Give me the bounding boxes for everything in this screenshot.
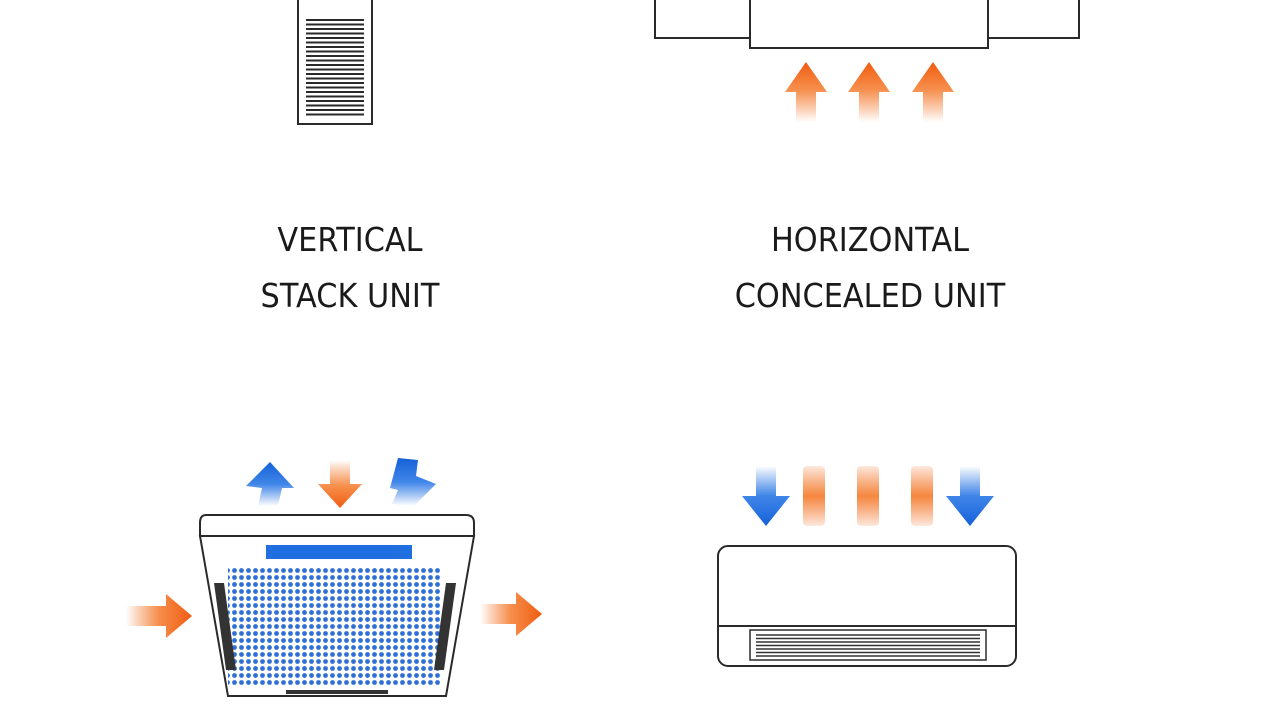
vertical-stack-unit-label-line1: VERTICAL xyxy=(277,220,423,259)
arrow-up-icon xyxy=(246,462,294,506)
horizontal-concealed-unit-label-line2: CONCEALED UNIT xyxy=(734,276,1006,315)
arrow-down-icon xyxy=(946,466,994,526)
air-arrows-cassette xyxy=(126,458,542,638)
arrow-down-icon xyxy=(742,466,790,526)
vertical-stack-unit-label-line2: STACK UNIT xyxy=(260,276,440,315)
arrow-up-icon xyxy=(912,62,954,122)
horizontal-concealed-unit-label: HORIZONTAL CONCEALED UNIT xyxy=(714,212,1027,324)
horizontal-concealed-unit-icon xyxy=(654,0,1080,49)
arrow-right-icon xyxy=(126,594,192,638)
warm-air-stream xyxy=(803,466,825,526)
vertical-stack-unit-icon xyxy=(297,0,373,125)
arrow-up-icon xyxy=(848,62,890,122)
vertical-stack-unit-label: VERTICAL STACK UNIT xyxy=(212,212,488,324)
arrow-right-icon xyxy=(480,592,542,636)
arrow-up-icon xyxy=(390,458,436,506)
arrow-up-icon xyxy=(785,62,827,122)
warm-air-arrows-concealed xyxy=(785,62,954,122)
wall-mounted-unit-icon xyxy=(717,545,1017,667)
air-arrows-wall-unit xyxy=(742,466,994,526)
ceiling-cassette-unit-icon xyxy=(198,514,476,697)
warm-air-stream xyxy=(911,466,933,526)
warm-air-stream xyxy=(857,466,879,526)
horizontal-concealed-unit-label-line1: HORIZONTAL xyxy=(770,220,970,259)
arrow-down-icon xyxy=(318,460,362,508)
